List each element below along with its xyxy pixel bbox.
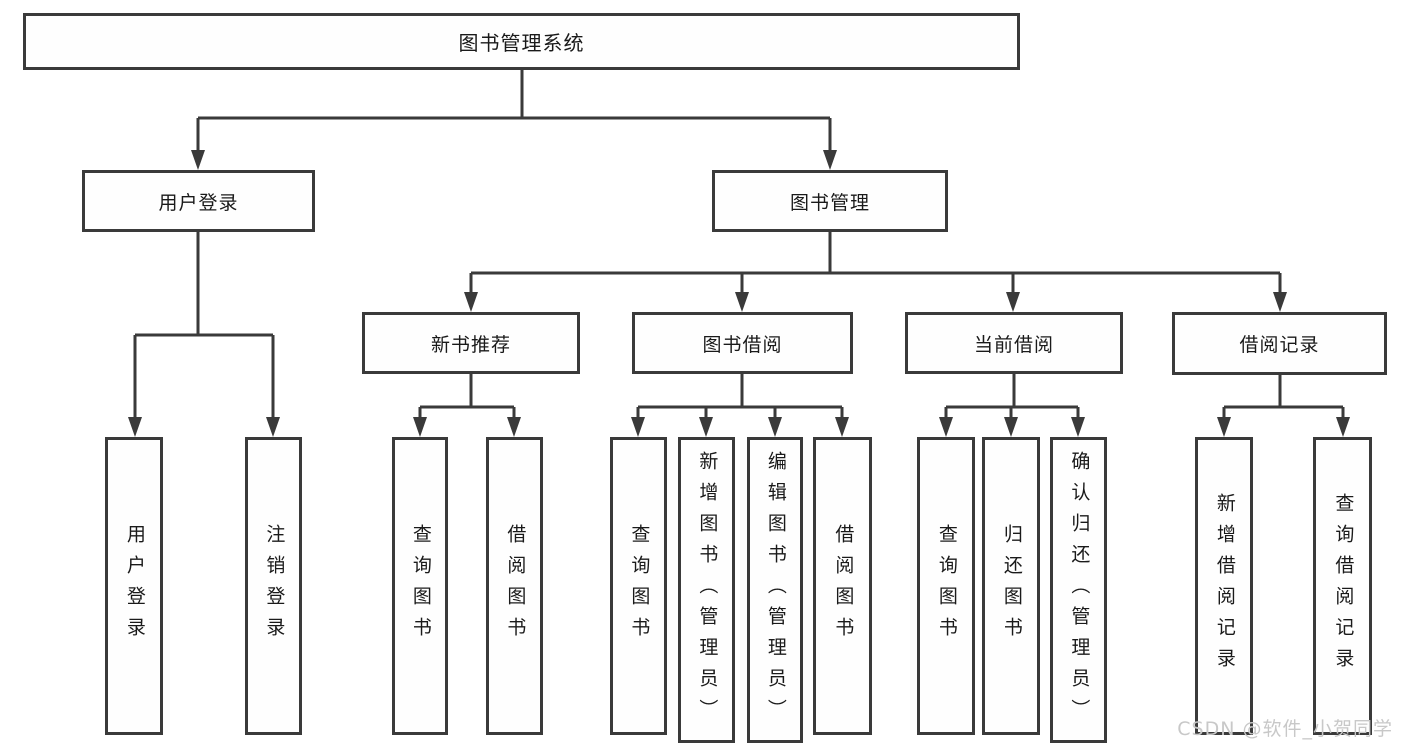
connector-book-borrow-split [636,374,844,419]
leaf-edit-book-admin: 编辑图书（管理员） [747,437,803,743]
node-current-borrow: 当前借阅 [905,312,1123,374]
connector-borrow-records-split [1222,375,1345,419]
node-borrow-records: 借阅记录 [1172,312,1387,375]
node-user-login-group-label: 用户登录 [158,191,239,214]
node-book-management-label: 图书管理 [789,191,870,214]
leaf-query-borrow-record: 查询借阅记录 [1313,437,1372,735]
connector-new-book-split [418,374,516,419]
node-new-book-recommend: 新书推荐 [362,312,580,374]
leaf-recommend-borrow-book-label: 借阅图书 [504,524,527,648]
connector-book-management-split [469,232,1282,294]
leaf-add-borrow-record: 新增借阅记录 [1195,437,1253,735]
leaf-borrow-query-book: 查询图书 [610,437,667,735]
leaf-borrow-book: 借阅图书 [813,437,872,735]
leaf-borrow-query-book-label: 查询图书 [628,524,651,648]
node-root: 图书管理系统 [23,13,1020,70]
node-book-borrow-label: 图书借阅 [702,333,783,356]
leaf-user-login: 用户登录 [105,437,163,735]
leaf-logout: 注销登录 [245,437,302,735]
leaf-confirm-return-admin: 确认归还（管理员） [1050,437,1107,743]
node-root-label: 图书管理系统 [458,31,585,55]
leaf-logout-label: 注销登录 [263,524,286,648]
node-book-borrow: 图书借阅 [632,312,853,374]
node-user-login-group: 用户登录 [82,170,315,232]
leaf-current-query-book: 查询图书 [917,437,975,735]
leaf-return-book: 归还图书 [982,437,1040,735]
arrowhead-book-management [823,150,837,170]
leaf-borrow-book-label: 借阅图书 [832,524,855,648]
connector-root-split [196,70,832,152]
leaf-add-book-admin: 新增图书（管理员） [678,437,735,743]
leaf-recommend-query-book: 查询图书 [392,437,448,735]
node-borrow-records-label: 借阅记录 [1239,334,1320,356]
leaf-user-login-label: 用户登录 [123,524,146,648]
leaf-recommend-borrow-book: 借阅图书 [486,437,543,735]
node-new-book-recommend-label: 新书推荐 [430,333,511,356]
leaf-return-book-label: 归还图书 [1000,524,1023,648]
node-book-management: 图书管理 [712,170,948,232]
leaf-add-borrow-record-label: 新增借阅记录 [1213,493,1236,679]
leaf-edit-book-admin-label: 编辑图书（管理员） [764,450,787,730]
leaf-current-query-book-label: 查询图书 [935,524,958,648]
leaf-add-book-admin-label: 新增图书（管理员） [696,450,719,730]
arrowhead-user-login [191,150,205,170]
leaf-confirm-return-admin-label: 确认归还（管理员） [1068,450,1091,730]
node-current-borrow-label: 当前借阅 [973,333,1054,356]
leaf-recommend-query-book-label: 查询图书 [409,524,432,648]
leaf-query-borrow-record-label: 查询借阅记录 [1332,493,1355,679]
connector-user-login-split [133,232,275,419]
connector-current-borrow-split [944,374,1080,419]
